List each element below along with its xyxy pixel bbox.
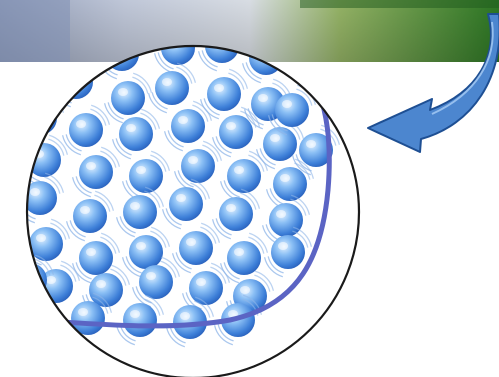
particle: [7, 255, 54, 304]
background-banner: [0, 0, 499, 62]
magnified-circle: [7, 21, 359, 377]
